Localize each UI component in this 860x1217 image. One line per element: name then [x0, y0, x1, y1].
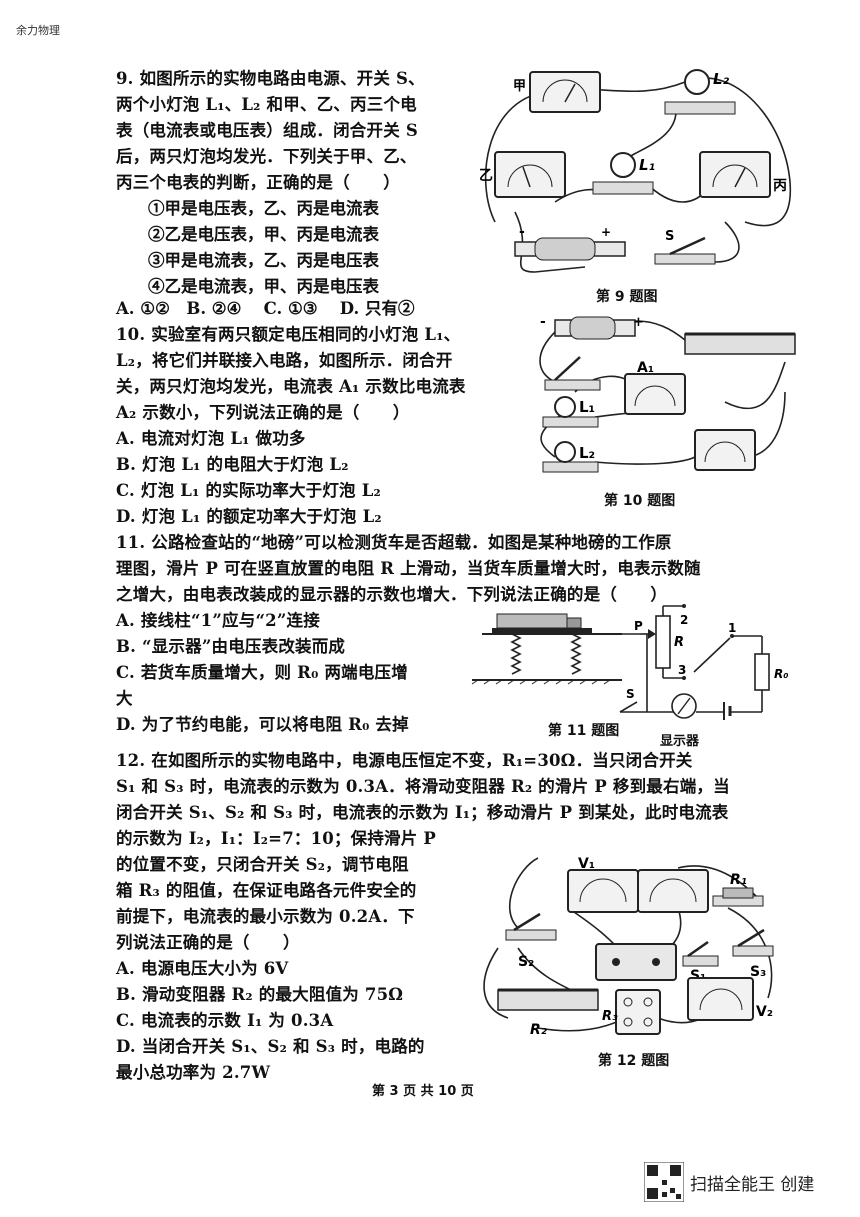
qr-code-icon — [644, 1162, 684, 1202]
q12-line: S₁ 和 S₃ 时，电流表的示数为 0.3A．将滑动变阻器 R₂ 的滑片 P 移… — [116, 777, 730, 796]
figure-12-circuit: V₁ R₁ S₂ S₁ S₃ R₂ R₃ V₂ — [483, 856, 774, 1038]
question-12: 12. 在如图所示的实物电路中，电源电压恒定不变，R₁=30Ω．当只闭合开关 S… — [116, 748, 730, 1086]
label-l2: L₂ — [579, 444, 595, 462]
label-plus: + — [601, 225, 611, 239]
label-minus: - — [540, 314, 546, 330]
label-a1: A₁ — [637, 360, 654, 376]
label-s: S — [626, 687, 635, 701]
label-r1: R₁ — [730, 872, 747, 888]
label-l2: L₂ — [713, 70, 730, 88]
page-number: 第 3 页 共 10 页 — [372, 1084, 474, 1099]
label-jia: 甲 — [513, 79, 526, 94]
scanner-brand: 扫描全能王 创建 — [690, 1175, 815, 1195]
q11-line: 理图，滑片 P 可在竖直放置的电阻 R 上滑动，当货车质量增大时，电表示数随 — [116, 559, 701, 578]
label-r: R — [674, 635, 684, 650]
figure-12-caption: 第 12 题图 — [598, 1053, 670, 1069]
q11-option: D. 为了节约电能，可以将电阻 R₀ 去掉 — [116, 715, 409, 734]
q9-line: 9. 如图所示的实物电路由电源、开关 S、 — [116, 69, 425, 88]
q9-statement: ①甲是电压表，乙、丙是电流表 — [148, 199, 379, 218]
figure-11-circuit: P R 2 3 1 R₀ S — [471, 604, 789, 720]
label-minus: - — [519, 224, 525, 240]
q9-choices-text: A. ①② B. ②④ C. ①③ D. 只有② — [116, 299, 415, 318]
q12-line: 箱 R₃ 的阻值，在保证电路各元件安全的 — [116, 881, 417, 900]
q9-statement: ②乙是电压表，甲、丙是电流表 — [148, 225, 379, 244]
q11-line: 11. 公路检查站的“地磅”可以检测货车是否超载．如图是某种地磅的工作原 — [116, 533, 672, 552]
q12-option: D. 当闭合开关 S₁、S₂ 和 S₃ 时，电路的 — [116, 1037, 425, 1056]
label-yi: 乙 — [479, 168, 493, 184]
q9-line: 表（电流表或电压表）组成．闭合开关 S — [116, 121, 418, 140]
label-s: S — [665, 229, 674, 244]
q9-statement: ④乙是电流表，甲、丙是电压表 — [148, 277, 379, 296]
q12-line: 列说法正确的是（ ） — [116, 933, 300, 952]
q11-option: B. “显示器”由电压表改装而成 — [116, 637, 346, 656]
q12-option: C. 电流表的示数 I₁ 为 0.3A — [116, 1011, 334, 1030]
q10-line: 关，两只灯泡均发光，电流表 A₁ 示数比电流表 — [116, 377, 466, 396]
q12-line: 的示数为 I₂，I₁：I₂=7：10；保持滑片 P — [116, 829, 436, 848]
q11-option: A. 接线柱“1”应与“2”连接 — [116, 611, 320, 630]
q9-choices: A. ①② B. ②④ C. ①③ D. 只有② — [116, 296, 415, 322]
label-r0: R₀ — [774, 667, 789, 681]
label-s2: S₂ — [518, 954, 534, 970]
q9-statements: ①甲是电压表，乙、丙是电流表 ②乙是电压表，甲、丙是电流表 ③甲是电流表，乙、丙… — [148, 196, 379, 300]
q12-option: 最小总功率为 2.7W — [116, 1063, 271, 1082]
label-bing: 丙 — [773, 178, 787, 194]
q11-line: 之增大，由电表改装成的显示器的示数也增大．下列说法正确的是（ ） — [116, 585, 668, 604]
question-11: 11. 公路检查站的“地磅”可以检测货车是否超载．如图是某种地磅的工作原 理图，… — [116, 530, 701, 738]
q10-line: L₂，将它们并联接入电路，如图所示．闭合开 — [116, 351, 453, 370]
label-s3: S₃ — [750, 964, 766, 980]
q9-line: 后，两只灯泡均发光．下列关于甲、乙、 — [116, 147, 417, 166]
figure-11-caption: 第 11 题图 — [548, 723, 620, 739]
q12-line: 闭合开关 S₁、S₂ 和 S₃ 时，电流表的示数为 I₁；移动滑片 P 到某处，… — [116, 803, 729, 822]
label-r3: R₃ — [602, 1009, 618, 1024]
label-3: 3 — [678, 663, 686, 677]
q10-option: C. 灯泡 L₁ 的实际功率大于灯泡 L₂ — [116, 481, 381, 500]
figure-9-circuit: 甲 L₂ 乙 L₁ 丙 - + S — [479, 69, 792, 273]
q10-line: 10. 实验室有两只额定电压相同的小灯泡 L₁、 — [116, 325, 461, 344]
label-display: 显示器 — [660, 734, 700, 749]
label-l1: L₁ — [579, 398, 595, 416]
label-v2: V₂ — [756, 1004, 773, 1020]
label-1: 1 — [728, 621, 736, 635]
figure-10-circuit: - + A₁ L₁ L₂ — [539, 314, 796, 473]
label-p: P — [634, 619, 643, 633]
q12-option: B. 滑动变阻器 R₂ 的最大阻值为 75Ω — [116, 985, 404, 1004]
q9-line: 丙三个电表的判断，正确的是（ ） — [116, 173, 400, 192]
label-l1: L₁ — [639, 156, 655, 174]
header-subject: 余力物理 — [16, 24, 60, 37]
q11-option: C. 若货车质量增大，则 R₀ 两端电压增 — [116, 663, 408, 682]
q12-line: 前提下，电流表的最小示数为 0.2A．下 — [116, 907, 415, 926]
question-9: 9. 如图所示的实物电路由电源、开关 S、 两个小灯泡 L₁、L₂ 和甲、乙、丙… — [116, 66, 425, 196]
q12-option: A. 电源电压大小为 6V — [116, 959, 289, 978]
q9-line: 两个小灯泡 L₁、L₂ 和甲、乙、丙三个电 — [116, 95, 417, 114]
q12-line: 的位置不变，只闭合开关 S₂，调节电阻 — [116, 855, 409, 874]
q9-statement: ③甲是电流表，乙、丙是电压表 — [148, 251, 379, 270]
q10-option: B. 灯泡 L₁ 的电阻大于灯泡 L₂ — [116, 455, 349, 474]
label-plus: + — [633, 315, 644, 330]
figure-10-caption: 第 10 题图 — [604, 493, 676, 509]
question-10: 10. 实验室有两只额定电压相同的小灯泡 L₁、 L₂，将它们并联接入电路，如图… — [116, 322, 466, 530]
label-v1: V₁ — [578, 856, 595, 872]
q10-option: A. 电流对灯泡 L₁ 做功多 — [116, 429, 306, 448]
label-2: 2 — [680, 613, 688, 627]
label-r2: R₂ — [530, 1022, 548, 1038]
q12-line: 12. 在如图所示的实物电路中，电源电压恒定不变，R₁=30Ω．当只闭合开关 — [116, 751, 693, 770]
q10-option: D. 灯泡 L₁ 的额定功率大于灯泡 L₂ — [116, 507, 382, 526]
q10-line: A₂ 示数小，下列说法正确的是（ ） — [116, 403, 410, 422]
figure-9-caption: 第 9 题图 — [596, 289, 658, 305]
q11-option: 大 — [116, 689, 133, 708]
